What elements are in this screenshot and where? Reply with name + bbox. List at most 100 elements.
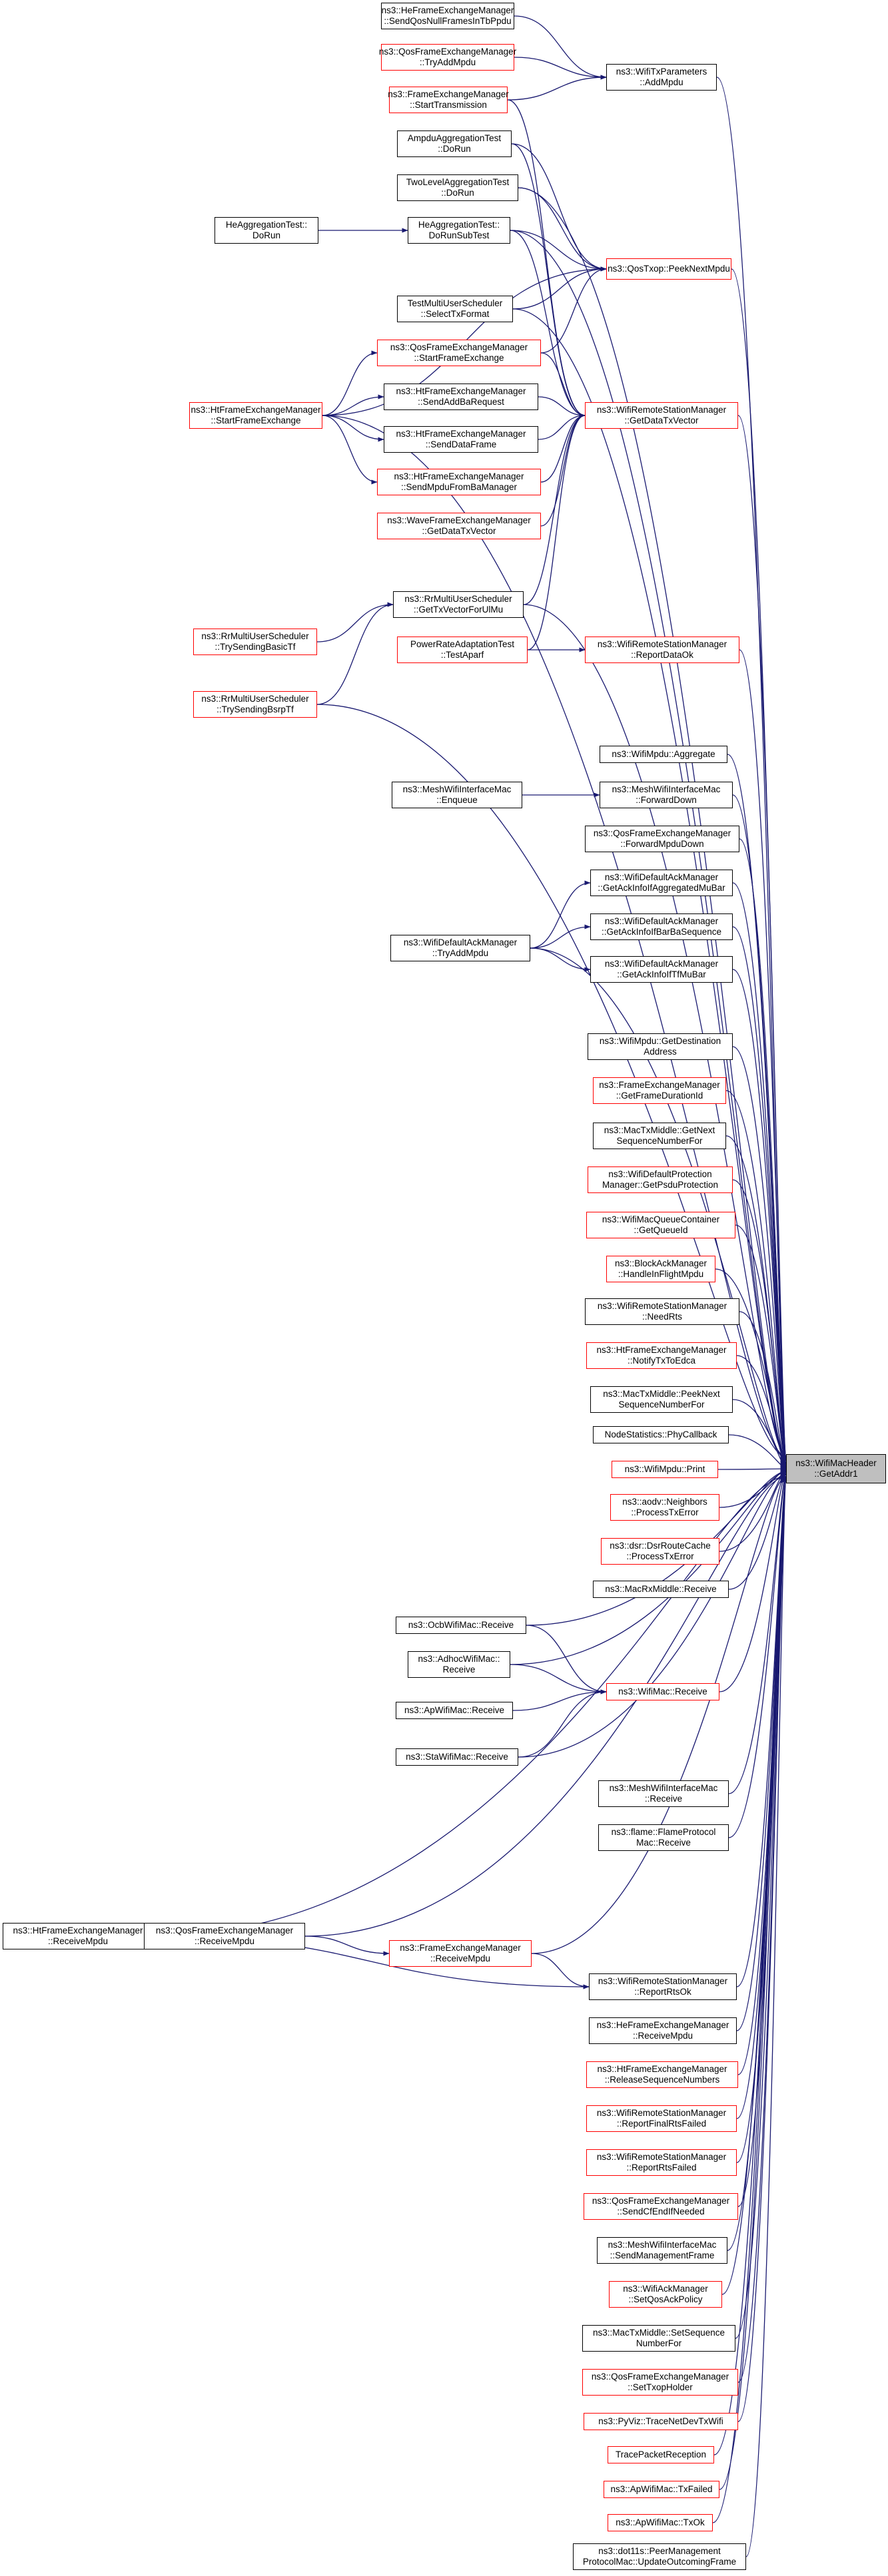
node-heagg-dorun[interactable]: HeAggregationTest::DoRun bbox=[215, 217, 318, 244]
edge-twolevel-dorun-to-target bbox=[518, 187, 787, 1459]
node-sta-receive[interactable]: ns3::StaWifiMac::Receive bbox=[396, 1748, 518, 1766]
node-ackmgr-setqos[interactable]: ns3::WifiAckManager::SetQosAckPolicy bbox=[609, 2281, 722, 2308]
node-trace-packet[interactable]: TracePacketReception bbox=[608, 2446, 714, 2463]
node-ack-tfmubar[interactable]: ns3::WifiDefaultAckManager::GetAckInfoIf… bbox=[590, 956, 733, 983]
node-prate-testaparf[interactable]: PowerRateAdaptationTest::TestAparf bbox=[397, 637, 528, 663]
node-rsm-reportrtsok[interactable]: ns3::WifiRemoteStationManager::ReportRts… bbox=[589, 1973, 737, 2000]
node-qos-startfe[interactable]: ns3::QosFrameExchangeManager::StartFrame… bbox=[377, 340, 541, 366]
edge-rr-basictf-to-rr-gettxvec bbox=[316, 602, 394, 643]
node-label-line: ns3::QosFrameExchangeManager bbox=[593, 828, 731, 838]
node-wifitx-addmpdu[interactable]: ns3::WifiTxParameters::AddMpdu bbox=[606, 64, 717, 91]
node-wifimpdu-agg[interactable]: ns3::WifiMpdu::Aggregate bbox=[600, 746, 727, 763]
node-qos-sendcfend[interactable]: ns3::QosFrameExchangeManager::SendCfEndI… bbox=[584, 2193, 738, 2220]
node-rsm-finalrts[interactable]: ns3::WifiRemoteStationManager::ReportFin… bbox=[586, 2105, 737, 2132]
edge-ht-startfe-to-ht-sendaddba bbox=[322, 394, 384, 416]
node-label-line: ::GetAckInfoIfAggregatedMuBar bbox=[598, 883, 725, 893]
node-heagg-dorunsub[interactable]: HeAggregationTest::DoRunSubTest bbox=[408, 217, 510, 244]
node-label-line: ns3::WifiDefaultAckManager bbox=[604, 916, 719, 926]
node-qos-tryadd[interactable]: ns3::QosFrameExchangeManager::TryAddMpdu bbox=[379, 44, 516, 71]
node-ht-senddata[interactable]: ns3::HtFrameExchangeManager::SendDataFra… bbox=[384, 426, 538, 453]
node-label-line: ns3::MacTxMiddle::SetSequence bbox=[592, 2328, 725, 2338]
node-rr-gettxvec[interactable]: ns3::RrMultiUserScheduler::GetTxVectorFo… bbox=[393, 591, 524, 618]
node-ap-receive[interactable]: ns3::ApWifiMac::Receive bbox=[396, 1702, 513, 1719]
node-label-line: ns3::WifiMpdu::Print bbox=[624, 1464, 705, 1474]
node-ocb-receive[interactable]: ns3::OcbWifiMac::Receive bbox=[396, 1617, 526, 1634]
node-qostxop-peek[interactable]: ns3::QosTxop::PeekNextMpdu bbox=[606, 258, 731, 280]
node-aodv-txerr[interactable]: ns3::aodv::Neighbors::ProcessTxError bbox=[610, 1494, 719, 1521]
node-queue-getid[interactable]: ns3::WifiMacQueueContainer::GetQueueId bbox=[586, 1212, 735, 1238]
node-wave-getdatatx[interactable]: ns3::WaveFrameExchangeManager::GetDataTx… bbox=[377, 513, 541, 539]
node-pyviz-trace[interactable]: ns3::PyViz::TraceNetDevTxWifi bbox=[584, 2413, 738, 2430]
node-rsm-rtsfailed[interactable]: ns3::WifiRemoteStationManager::ReportRts… bbox=[586, 2149, 737, 2176]
node-twolevel-dorun[interactable]: TwoLevelAggregationTest::DoRun bbox=[397, 174, 518, 201]
node-label-line: ns3::HtFrameExchangeManager bbox=[191, 405, 321, 415]
node-fem-duration[interactable]: ns3::FrameExchangeManager::GetFrameDurat… bbox=[593, 1077, 726, 1104]
edge-peer-update-to-target bbox=[745, 1479, 787, 2557]
node-label-line: ns3::WifiMacQueueContainer bbox=[602, 1214, 720, 1224]
node-ht-sendaddba[interactable]: ns3::HtFrameExchangeManager::SendAddBaRe… bbox=[384, 384, 538, 410]
node-label-line: ::SendManagementFrame bbox=[610, 2250, 715, 2260]
node-ampdu-dorun[interactable]: AmpduAggregationTest::DoRun bbox=[397, 130, 512, 157]
node-testmulti-select[interactable]: TestMultiUserScheduler::SelectTxFormat bbox=[397, 296, 513, 322]
node-label-line: SequenceNumberFor bbox=[618, 1400, 705, 1410]
node-wifimpdu-print[interactable]: ns3::WifiMpdu::Print bbox=[612, 1461, 718, 1478]
node-rsm-needrts[interactable]: ns3::WifiRemoteStationManager::NeedRts bbox=[585, 1298, 739, 1325]
node-rr-basictf[interactable]: ns3::RrMultiUserScheduler::TrySendingBas… bbox=[193, 629, 317, 655]
node-wifimac-receive[interactable]: ns3::WifiMac::Receive bbox=[606, 1683, 719, 1700]
node-fem-receivempdu[interactable]: ns3::FrameExchangeManager::ReceiveMpdu bbox=[389, 1940, 532, 1967]
node-macrx-receive[interactable]: ns3::MacRxMiddle::Receive bbox=[593, 1581, 729, 1598]
node-label-line: ns3::HtFrameExchangeManager bbox=[596, 1345, 727, 1355]
edge-trace-packet-to-target bbox=[713, 1479, 787, 2455]
node-nodestats-phy[interactable]: NodeStatistics::PhyCallback bbox=[593, 1426, 729, 1443]
node-dsr-txerr[interactable]: ns3::dsr::DsrRouteCache::ProcessTxError bbox=[601, 1538, 719, 1565]
node-ack-barba[interactable]: ns3::WifiDefaultAckManager::GetAckInfoIf… bbox=[590, 913, 733, 940]
node-ht-startfe[interactable]: ns3::HtFrameExchangeManager::StartFrameE… bbox=[189, 402, 322, 429]
node-label-line: ns3::MacTxMiddle::GetNext bbox=[604, 1125, 715, 1135]
node-he-sendqos[interactable]: ns3::HeFrameExchangeManager::SendQosNull… bbox=[381, 3, 514, 29]
node-rsm-getdatatx[interactable]: ns3::WifiRemoteStationManager::GetDataTx… bbox=[585, 402, 738, 429]
node-he-receivempdu[interactable]: ns3::HeFrameExchangeManager::ReceiveMpdu bbox=[589, 2017, 737, 2044]
node-qos-settxop[interactable]: ns3::QosFrameExchangeManager::SetTxopHol… bbox=[582, 2369, 738, 2396]
node-qos-receivempdu[interactable]: ns3::QosFrameExchangeManager::ReceiveMpd… bbox=[144, 1923, 305, 1949]
node-mesh-forwarddown[interactable]: ns3::MeshWifiInterfaceMac::ForwardDown bbox=[600, 782, 733, 808]
node-ba-handle[interactable]: ns3::BlockAckManager::HandleInFlightMpdu bbox=[606, 1256, 715, 1282]
node-label-line: HeAggregationTest:: bbox=[225, 220, 308, 230]
node-rsm-reportdataok[interactable]: ns3::WifiRemoteStationManager::ReportDat… bbox=[585, 637, 739, 663]
edge-wave-getdatatx-to-rsm-getdatatx bbox=[540, 413, 586, 527]
node-ack-aggmubar[interactable]: ns3::WifiDefaultAckManager::GetAckInfoIf… bbox=[590, 870, 733, 896]
edge-ht-startfe-to-qos-startfe bbox=[322, 350, 378, 416]
edge-ht-sendaddba-to-rsm-getdatatx bbox=[538, 396, 586, 418]
edge-flame-receive-to-target bbox=[728, 1473, 787, 1838]
node-mesh-enqueue[interactable]: ns3::MeshWifiInterfaceMac::Enqueue bbox=[392, 782, 522, 808]
node-label-line: ::SelectTxFormat bbox=[420, 309, 490, 319]
node-qos-forwardmpdu[interactable]: ns3::QosFrameExchangeManager::ForwardMpd… bbox=[585, 826, 739, 852]
node-ht-sendmpdu[interactable]: ns3::HtFrameExchangeManager::SendMpduFro… bbox=[377, 469, 541, 495]
node-mesh-sendmgmt[interactable]: ns3::MeshWifiInterfaceMac::SendManagemen… bbox=[597, 2237, 727, 2264]
node-rr-bsrptf[interactable]: ns3::RrMultiUserScheduler::TrySendingBsr… bbox=[193, 691, 317, 718]
node-mesh-receive[interactable]: ns3::MeshWifiInterfaceMac::Receive bbox=[598, 1780, 729, 1807]
node-label-line: ns3::WifiRemoteStationManager bbox=[598, 1976, 728, 1986]
node-label-line: ns3::FrameExchangeManager bbox=[400, 1943, 521, 1953]
node-label-line: ::ForwardMpduDown bbox=[620, 839, 704, 849]
node-adhoc-receive[interactable]: ns3::AdhocWifiMac::Receive bbox=[408, 1651, 510, 1678]
node-ack-tryaddmpdu[interactable]: ns3::WifiDefaultAckManager::TryAddMpdu bbox=[390, 935, 530, 961]
node-fem-starttx[interactable]: ns3::FrameExchangeManager::StartTransmis… bbox=[388, 87, 509, 113]
node-label-line: ns3::HtFrameExchangeManager bbox=[396, 386, 526, 396]
node-ht-releaseseq[interactable]: ns3::HtFrameExchangeManager::ReleaseSequ… bbox=[586, 2061, 738, 2088]
node-label-line: ::ReportDataOk bbox=[631, 650, 693, 660]
node-ht-receivempdu[interactable]: ns3::HtFrameExchangeManager::ReceiveMpdu bbox=[3, 1923, 153, 1949]
edge-qos-startfe-to-rsm-getdatatx bbox=[540, 352, 586, 418]
node-label-line: ns3::dsr::DsrRouteCache bbox=[610, 1541, 711, 1551]
edge-ht-receivempdu-to-target bbox=[153, 1474, 787, 1937]
node-ht-notifytx[interactable]: ns3::HtFrameExchangeManager::NotifyTxToE… bbox=[586, 1342, 737, 1369]
edge-testmulti-select-to-qostxop-peek bbox=[512, 266, 607, 310]
node-ap-txok[interactable]: ns3::ApWifiMac::TxOk bbox=[608, 2514, 713, 2531]
node-ap-txfailed[interactable]: ns3::ApWifiMac::TxFailed bbox=[604, 2481, 719, 2498]
